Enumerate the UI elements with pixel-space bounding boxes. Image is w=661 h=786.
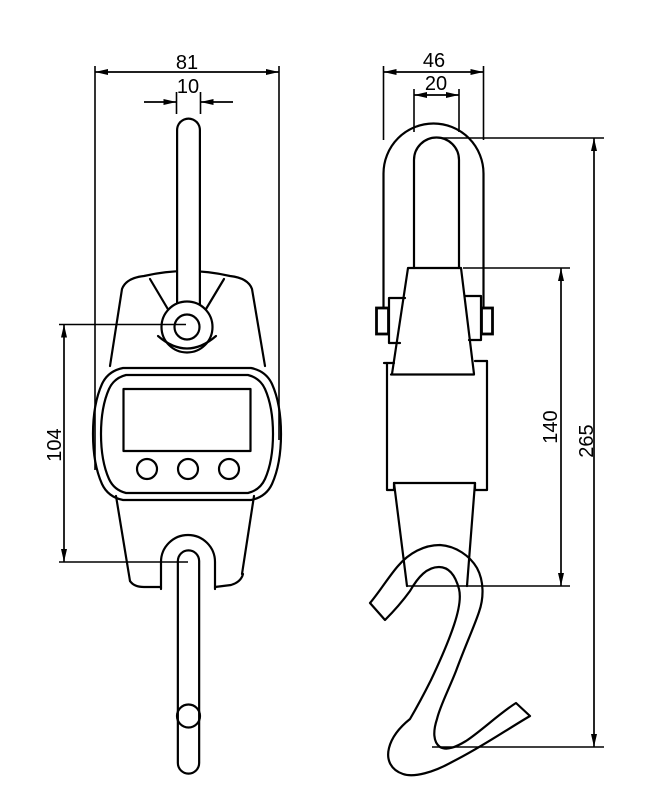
front-bottom-edge-right <box>213 572 245 589</box>
front-hook-eye <box>175 703 202 729</box>
dim-label-pin-to-hook: 104 <box>44 428 66 461</box>
side-bracket <box>389 266 476 376</box>
side-body-block <box>385 359 489 492</box>
dim-label-shackle-inner-width: 20 <box>425 73 447 95</box>
front-hood-notch-right <box>204 277 226 311</box>
front-lower-side-left <box>114 494 132 583</box>
front-bezel-inner <box>99 373 275 495</box>
front-bottom-edge-left <box>128 579 163 589</box>
front-pin-hole <box>173 313 201 341</box>
side-shackle-inner <box>412 136 461 270</box>
front-boss-under-arc <box>156 334 218 350</box>
side-lower-taper <box>392 481 477 588</box>
side-s-hook <box>368 543 532 777</box>
front-view: 81 10 104 <box>44 52 283 775</box>
dim-label-shackle-thickness: 10 <box>177 76 199 98</box>
dim-label-shackle-outer-width: 46 <box>423 50 445 72</box>
dim-label-overall-height: 265 <box>576 424 598 457</box>
button-right <box>217 457 241 481</box>
side-body-top-edges <box>382 359 489 365</box>
button-middle <box>176 457 200 481</box>
front-bezel-outer <box>91 366 283 502</box>
lcd-display <box>122 387 252 453</box>
dim-label-body-height: 140 <box>540 410 562 443</box>
front-dimensions: 81 10 104 <box>44 52 280 563</box>
side-pin-right <box>480 306 494 336</box>
front-lower-side-right <box>240 494 256 576</box>
front-hood-notch-left <box>148 277 171 313</box>
front-hook-arch <box>159 533 217 591</box>
side-shackle-outer <box>382 122 485 310</box>
side-view: 46 20 140 265 <box>368 50 604 777</box>
front-pin-boss <box>160 300 214 354</box>
side-pin-left <box>375 306 390 336</box>
side-dimensions: 46 20 140 265 <box>382 50 604 748</box>
button-left <box>135 457 159 481</box>
dim-label-overall-width: 81 <box>176 52 198 74</box>
